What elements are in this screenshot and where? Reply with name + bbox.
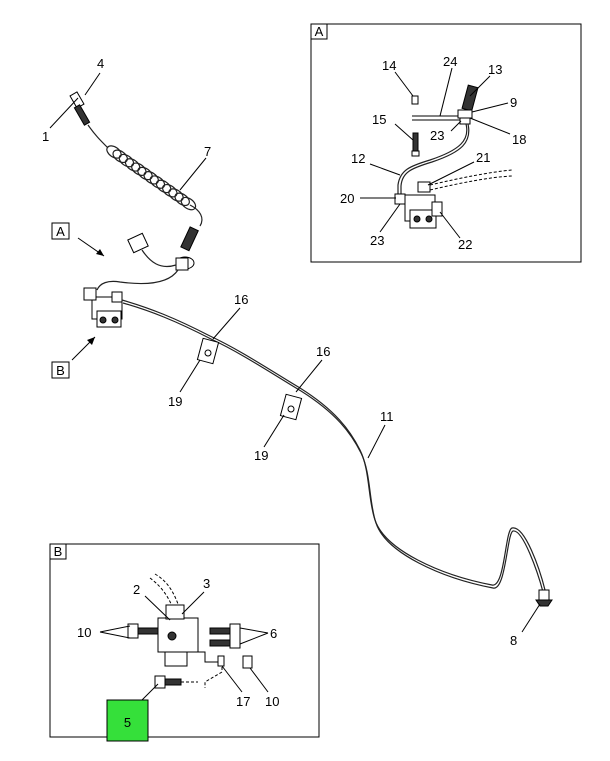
view-arrow-b [71, 336, 96, 361]
coil-loop [162, 183, 178, 198]
valve-assembly-main [83, 287, 123, 328]
callout-16-first: 16 [234, 292, 248, 307]
callout-17: 17 [236, 694, 250, 709]
callout-1: 1 [42, 129, 49, 144]
callout-23-bottom: 23 [370, 233, 384, 248]
callout-11: 11 [380, 409, 394, 424]
coil-loop [174, 192, 190, 207]
coil-loop [106, 145, 122, 159]
detail-b-tag: B [54, 544, 63, 559]
callout-16-second: 16 [316, 344, 330, 359]
callout-18: 18 [512, 132, 526, 147]
coupling-fitting-top [69, 91, 91, 126]
tag-a-main: A [51, 222, 70, 240]
coil-loop [137, 166, 153, 181]
callout-21: 21 [476, 150, 490, 165]
detail-a-tag: A [315, 24, 324, 39]
callout-9: 9 [510, 95, 517, 110]
callout-15: 15 [372, 112, 386, 127]
callout-24: 24 [443, 54, 457, 69]
clip-1 [196, 337, 220, 365]
callout-8: 8 [510, 633, 517, 648]
callout-20: 20 [340, 191, 354, 206]
callout-7: 7 [204, 144, 211, 159]
callout-10-right: 10 [265, 694, 279, 709]
tag-b-label: B [56, 363, 65, 378]
detail-a-frame: A [310, 23, 582, 263]
callout-22: 22 [458, 237, 472, 252]
coil-loop [118, 153, 135, 168]
tag-b-main: B [51, 361, 70, 379]
detail-a-parts [394, 84, 513, 229]
callout-2: 2 [133, 582, 140, 597]
callout-5: 5 [124, 715, 131, 730]
callout-19-second: 19 [254, 448, 268, 463]
coil-loop [112, 149, 128, 164]
callout-14: 14 [382, 58, 396, 73]
end-fitting [535, 589, 553, 607]
hose-connector [96, 226, 199, 291]
coil-loop [131, 162, 147, 176]
highlight-box-5[interactable]: 5 [106, 699, 149, 742]
coiled-hose [87, 124, 203, 227]
callout-19-first: 19 [168, 394, 182, 409]
coil-loop [143, 171, 159, 185]
tag-a-label: A [56, 224, 65, 239]
callout-23-top: 23 [430, 128, 444, 143]
callout-4: 4 [97, 56, 104, 71]
callout-13: 13 [488, 62, 502, 77]
leader-lines-main [49, 72, 541, 633]
coil-loop [168, 188, 184, 202]
callout-10-left: 10 [77, 625, 91, 640]
view-arrow-a [77, 237, 105, 257]
coil-loop [149, 175, 166, 189]
detail-a-leaders [360, 67, 511, 239]
callout-12: 12 [351, 151, 365, 166]
detail-b-leaders [99, 591, 269, 711]
callout-3: 3 [203, 576, 210, 591]
clip-2 [279, 393, 303, 421]
coil-loop [155, 179, 172, 194]
main-tube [121, 299, 546, 593]
detail-b-parts [127, 573, 253, 689]
coil-loop [124, 158, 141, 172]
callout-6: 6 [270, 626, 277, 641]
